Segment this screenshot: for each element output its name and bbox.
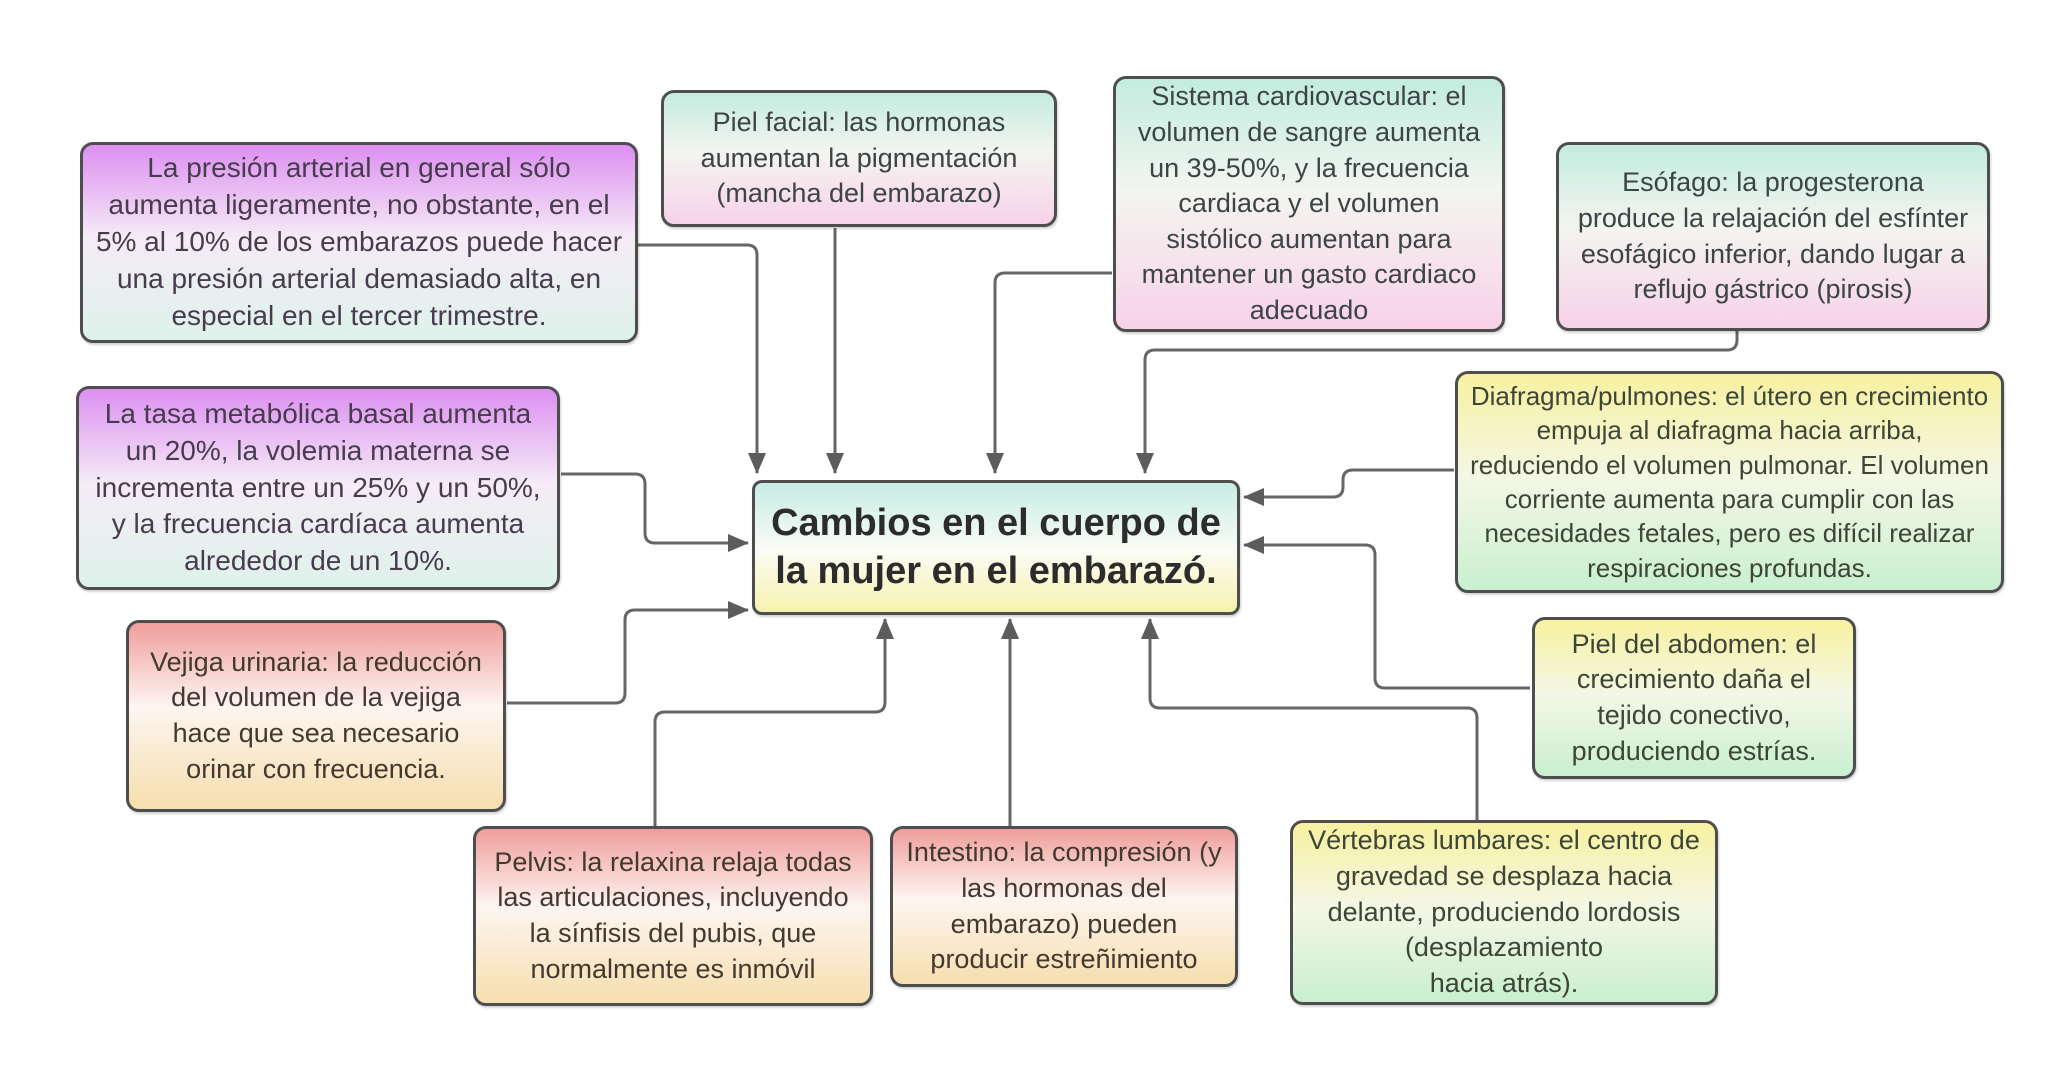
connector-presion-arrow <box>637 243 766 474</box>
node-tasa-metabolica: La tasa metabólica basal aumenta un 20%,… <box>76 386 560 590</box>
node-piel-facial: Piel facial: las hormonas aumentan la pi… <box>661 90 1057 227</box>
node-presion-arterial: La presión arterial en general sólo aume… <box>80 142 638 343</box>
node-vejiga-urinaria: Vejiga urinaria: la reducción del volume… <box>126 620 506 812</box>
connector-cardio-arrow <box>986 271 1112 474</box>
node-esofago: Esófago: la progesterona produce la rela… <box>1556 142 1990 331</box>
node-piel-del-abdomen: Piel del abdomen: el crecimiento daña el… <box>1532 617 1856 779</box>
node-pelvis: Pelvis: la relaxina relaja todas las art… <box>473 826 873 1006</box>
node-sistema-cardiovascular: Sistema cardiovascular: el volumen de sa… <box>1113 76 1505 332</box>
central-topic-node: Cambios en el cuerpo de la mujer en el e… <box>752 480 1240 615</box>
connector-piel-abdomen-arrow <box>1243 536 1530 690</box>
connector-diafragma-arrow <box>1243 468 1454 506</box>
connector-tasa-arrow <box>561 472 749 552</box>
connector-vejiga-arrow <box>507 601 749 705</box>
connector-esofago-arrow <box>1136 330 1739 474</box>
node-diafragma-pulmones: Diafragma/pulmones: el útero en crecimie… <box>1455 371 2004 593</box>
connector-pelvis-arrow <box>653 618 894 826</box>
node-intestino: Intestino: la compresión (y las hormonas… <box>890 826 1238 987</box>
node-vertebras-lumbares: Vértebras lumbares: el centro de graveda… <box>1290 820 1718 1005</box>
connector-vertebras-arrow <box>1141 618 1479 820</box>
